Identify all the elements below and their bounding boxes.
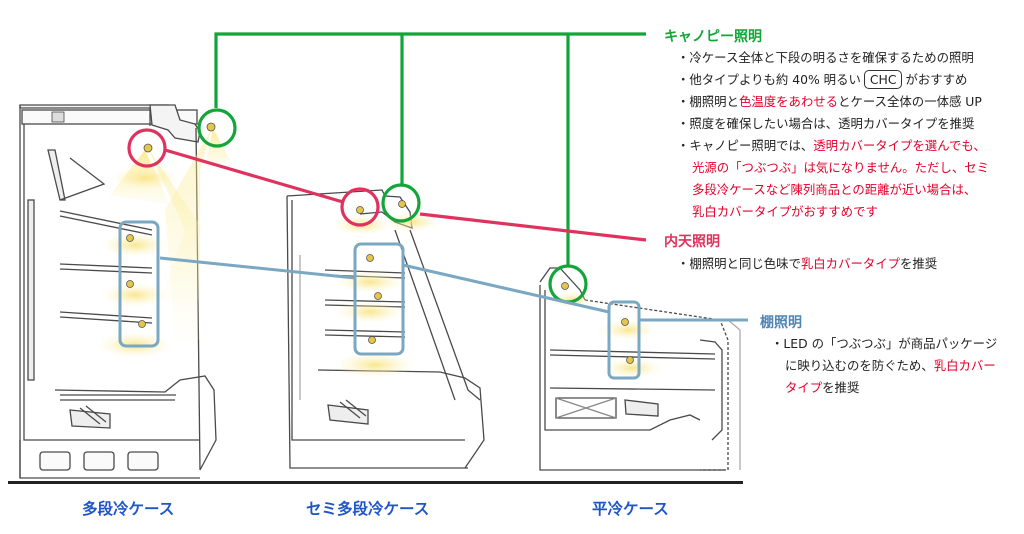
shelf-heading: 棚照明: [760, 315, 802, 331]
chc-badge: CHC: [863, 70, 903, 89]
canopy-bullet-5-line-2: 光源の「つぶつぶ」は気になりません。ただし、セミ: [692, 160, 990, 175]
ceiling-callout: [127, 128, 380, 227]
semi-multi-tier-case: [286, 189, 485, 469]
canopy-bullet-1: ・冷ケース全体と下段の明るさを確保するための照明: [677, 50, 974, 65]
shelf-bullet-line-2: に映り込むのを防ぐため、乳白カバー: [785, 358, 996, 373]
canopy-bullet-5: ・キャノピー照明では、透明カバータイプを選んでも、: [677, 138, 986, 153]
caption-multi-tier-case: 多段冷ケース: [82, 500, 175, 518]
caption-flat-case: 平冷ケース: [592, 500, 669, 518]
canopy-heading: キャノピー照明: [664, 29, 762, 45]
ceiling-bullet-1: ・棚照明と同じ色味で乳白カバータイプを推奨: [677, 256, 938, 271]
floor-line: [8, 481, 743, 484]
shelf-callout: [118, 220, 748, 380]
light-fixtures: [126, 122, 634, 364]
ceiling-heading: 内天照明: [664, 234, 720, 250]
shelf-bullet-line-1: ・LED の「つぶつぶ」が商品パッケージ: [771, 336, 998, 351]
shelf-bullet-line-3: タイプを推奨: [785, 380, 860, 395]
canopy-bullet-4: ・照度を確保したい場合は、透明カバータイプを推奨: [677, 116, 975, 131]
caption-semi-multi-tier-case: セミ多段冷ケース: [306, 500, 430, 518]
canopy-bullet-5-line-4: 乳白カバータイプがおすすめです: [692, 204, 878, 219]
canopy-bullet-3: ・棚照明と色温度をあわせるとケース全体の一体感 UP: [677, 94, 982, 109]
canopy-callout: [197, 32, 647, 304]
canopy-bullet-5-line-3: 多段冷ケースなど陳列商品との距離が近い場合は、: [692, 182, 977, 197]
light-beams: [97, 128, 662, 378]
